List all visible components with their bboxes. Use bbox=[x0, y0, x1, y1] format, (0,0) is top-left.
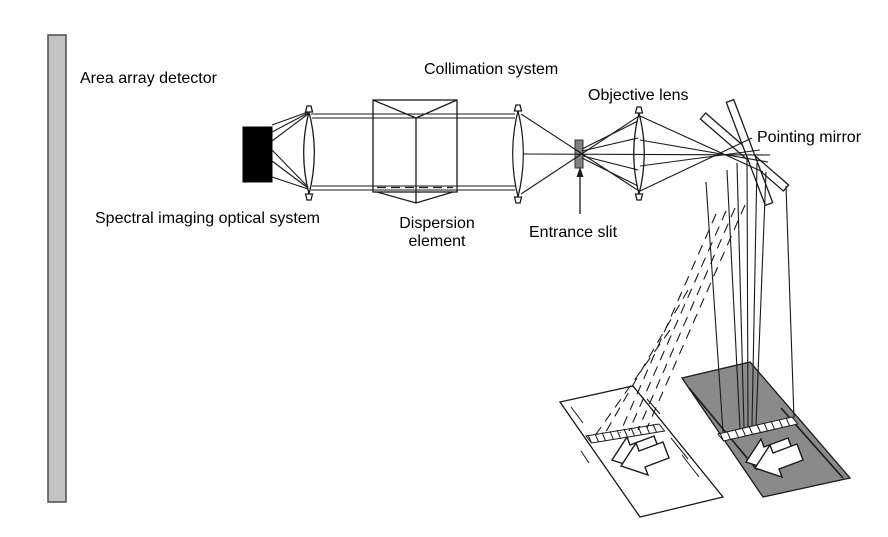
ray-line bbox=[582, 155, 639, 171]
rays-mirror-to-gray-scene bbox=[705, 156, 795, 433]
rays-mirror-to-white-scene bbox=[593, 204, 746, 438]
label-area-array-detector: Area array detector bbox=[80, 70, 217, 87]
ray-line bbox=[581, 157, 639, 187]
collimator-lens-2 bbox=[512, 110, 524, 198]
ray-line bbox=[639, 137, 753, 192]
lens-cap bbox=[513, 196, 523, 204]
scan-arrow-gray-scene bbox=[744, 437, 804, 479]
label-spectral-imaging-optical-system: Spectral imaging optical system bbox=[95, 210, 320, 227]
scene-mark bbox=[570, 406, 584, 424]
ray-line bbox=[736, 162, 745, 429]
prism-upper-faces bbox=[372, 99, 458, 119]
collimator-lens-1 bbox=[303, 109, 315, 197]
label-objective-lens: Objective lens bbox=[588, 87, 689, 104]
ray-line bbox=[271, 113, 309, 142]
entrance-slit-pointer bbox=[576, 167, 584, 214]
label-collimation-system: Collimation system bbox=[424, 61, 559, 78]
lens-cap bbox=[304, 193, 314, 201]
scene-mark bbox=[681, 454, 700, 478]
pointer-arrowhead-icon bbox=[576, 167, 584, 177]
ray-line bbox=[520, 115, 640, 195]
scan-arrow-white-scene bbox=[610, 435, 670, 477]
ground-scene-white bbox=[558, 385, 725, 518]
ray-line bbox=[755, 171, 767, 426]
label-entrance-slit: Entrance slit bbox=[529, 224, 618, 241]
ray-line bbox=[639, 149, 761, 167]
swath-band-hatch bbox=[719, 417, 790, 442]
objective-lens-shape bbox=[633, 110, 645, 197]
scene-mark bbox=[580, 450, 590, 464]
label-dispersion-element: Dispersion element bbox=[399, 215, 475, 251]
scene-mark bbox=[646, 398, 661, 415]
label-pointing-mirror: Pointing mirror bbox=[757, 129, 862, 146]
detector-block bbox=[242, 126, 273, 183]
rays-detector-to-collimator bbox=[271, 111, 309, 190]
lens-cap bbox=[304, 105, 314, 113]
ray-line bbox=[746, 156, 749, 428]
ray-line bbox=[705, 181, 724, 433]
swath-band-white-scene bbox=[585, 423, 666, 444]
ray-line bbox=[639, 115, 764, 173]
dashed-ray-line bbox=[628, 210, 727, 432]
rays-through-slit bbox=[520, 113, 771, 195]
dashed-ray-line bbox=[593, 329, 671, 438]
dispersion-element-group bbox=[372, 99, 458, 204]
scene-mark bbox=[670, 437, 689, 460]
rays-objective-to-mirror bbox=[639, 115, 769, 192]
ray-line bbox=[520, 113, 640, 192]
prism-lower-faces bbox=[376, 191, 454, 204]
dashed-ray-line bbox=[603, 289, 689, 436]
ray-line bbox=[785, 185, 795, 419]
pointing-mirror-bar-2 bbox=[725, 98, 774, 207]
ray-line bbox=[581, 120, 639, 150]
ray-line bbox=[726, 169, 741, 430]
dispersion-cell bbox=[372, 99, 458, 193]
scan-arrow-front bbox=[753, 443, 804, 479]
area-array-detector-bar bbox=[47, 34, 67, 503]
ray-line bbox=[581, 137, 639, 152]
scan-arrow-front bbox=[619, 441, 670, 477]
ray-line bbox=[271, 149, 309, 188]
ray-line bbox=[271, 176, 309, 190]
ray-line bbox=[271, 111, 309, 126]
lens-cap bbox=[634, 106, 644, 114]
rays-collimated-beam bbox=[311, 113, 515, 191]
ray-line bbox=[271, 160, 309, 189]
dashed-ray-line bbox=[646, 204, 746, 429]
ray-line bbox=[751, 162, 758, 427]
ray-line bbox=[271, 112, 309, 133]
dashed-ray-line bbox=[637, 207, 736, 431]
lens-cap bbox=[634, 193, 644, 201]
lens-cap bbox=[513, 104, 523, 112]
